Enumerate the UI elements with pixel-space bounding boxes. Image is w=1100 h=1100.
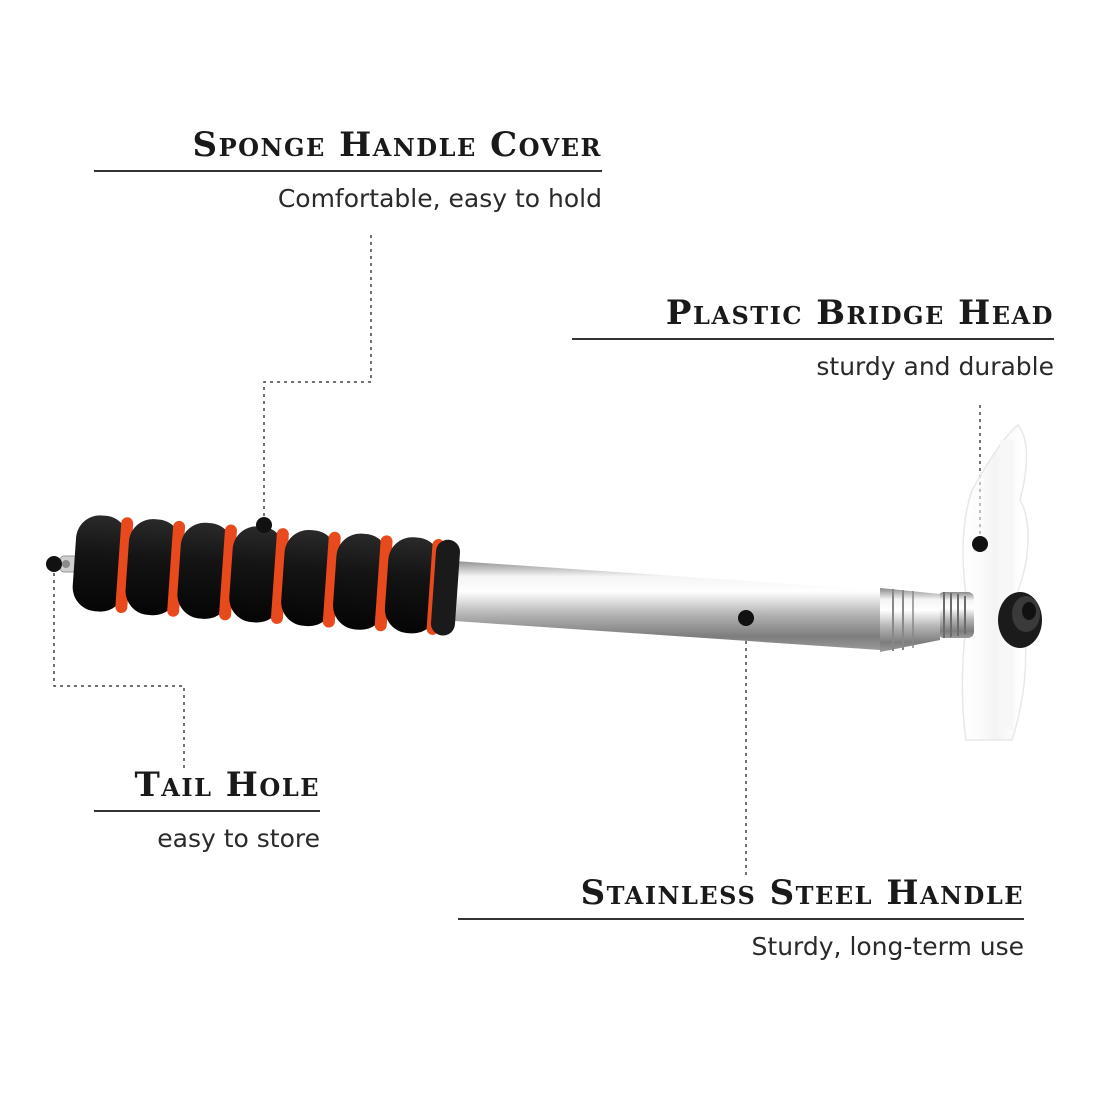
bridge-dot (972, 536, 988, 552)
callout-plastic-bridge-head: Plastic Bridge Head sturdy and durable (572, 295, 1054, 381)
tail-subtitle: easy to store (157, 823, 320, 853)
bridge-title: Plastic Bridge Head (572, 295, 1054, 340)
sponge-leader-line (263, 235, 372, 520)
callout-sponge-handle-cover: Sponge Handle Cover Comfortable, easy to… (94, 127, 602, 213)
bridge-head (961, 423, 1029, 741)
threaded-tip (938, 592, 974, 638)
bridge-subtitle: sturdy and durable (816, 351, 1054, 381)
tail-title: Tail Hole (94, 767, 320, 812)
steel-title: Stainless Steel Handle (458, 875, 1024, 920)
tail-knob (59, 555, 79, 573)
steel-shaft (440, 560, 940, 652)
sponge-dot (256, 517, 272, 533)
tail-dot (46, 556, 62, 572)
callout-tail-hole: Tail Hole easy to store (94, 767, 320, 853)
steel-subtitle: Sturdy, long-term use (751, 931, 1024, 961)
callout-dots (46, 517, 988, 626)
steel-dot (738, 610, 754, 626)
callout-stainless-steel-handle: Stainless Steel Handle Sturdy, long-term… (458, 875, 1024, 961)
rubber-knob (998, 592, 1042, 648)
sponge-subtitle: Comfortable, easy to hold (277, 183, 602, 213)
sponge-title: Sponge Handle Cover (94, 127, 602, 172)
tail-leader-line (53, 566, 185, 770)
foam-grip (72, 515, 461, 636)
